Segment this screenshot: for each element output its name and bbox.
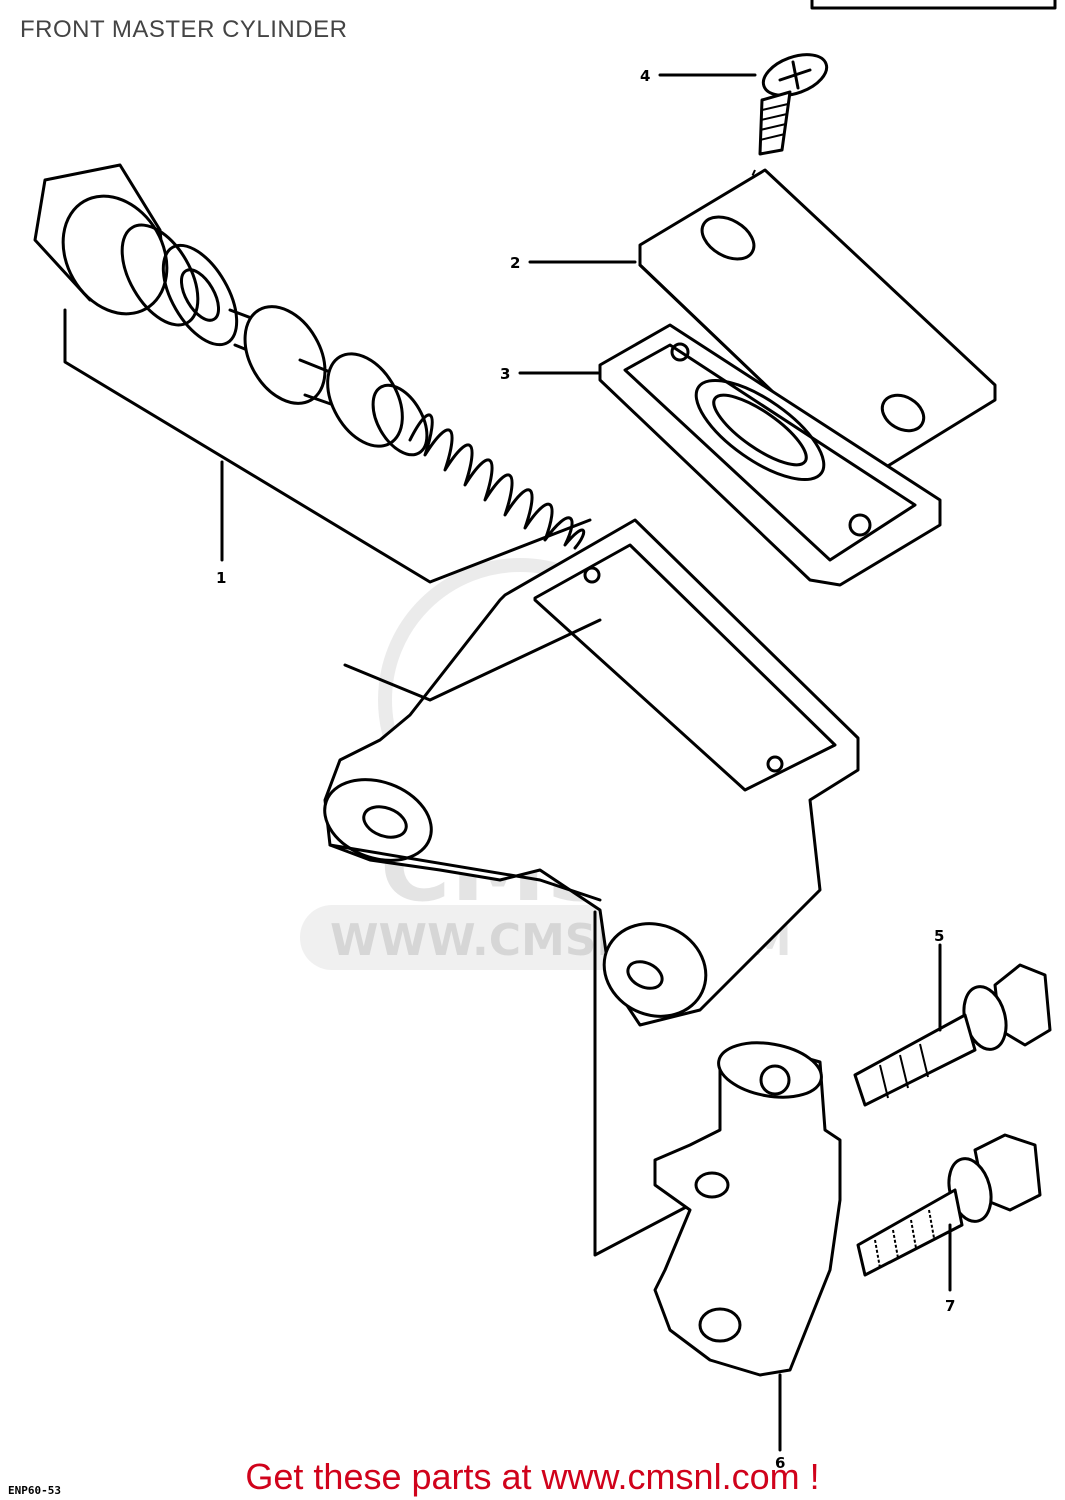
callout-5: 5 xyxy=(934,927,944,945)
callout-4: 4 xyxy=(640,67,650,85)
part-7-bolt xyxy=(856,1133,1042,1292)
callout-2: 2 xyxy=(510,254,520,272)
callout-3: 3 xyxy=(500,365,510,383)
part-1-piston-assembly xyxy=(33,163,592,584)
part-4-screw xyxy=(658,53,829,226)
master-cylinder-body xyxy=(323,518,860,1257)
callout-6: 6 xyxy=(775,1454,785,1472)
drawing-code: ENP60-53 xyxy=(8,1484,61,1497)
frame-corner xyxy=(810,0,1057,10)
part-5-bolt xyxy=(853,943,1052,1107)
part-6-clamp xyxy=(653,1041,842,1452)
part-3-diaphragm xyxy=(518,323,942,587)
footer-parts-link[interactable]: Get these parts at www.cmsnl.com ! xyxy=(245,1456,820,1497)
callout-1: 1 xyxy=(216,569,226,587)
diagram-title: FRONT MASTER CYLINDER xyxy=(20,16,348,43)
part-2-reservoir-cap xyxy=(528,168,997,497)
callout-7: 7 xyxy=(945,1297,955,1315)
